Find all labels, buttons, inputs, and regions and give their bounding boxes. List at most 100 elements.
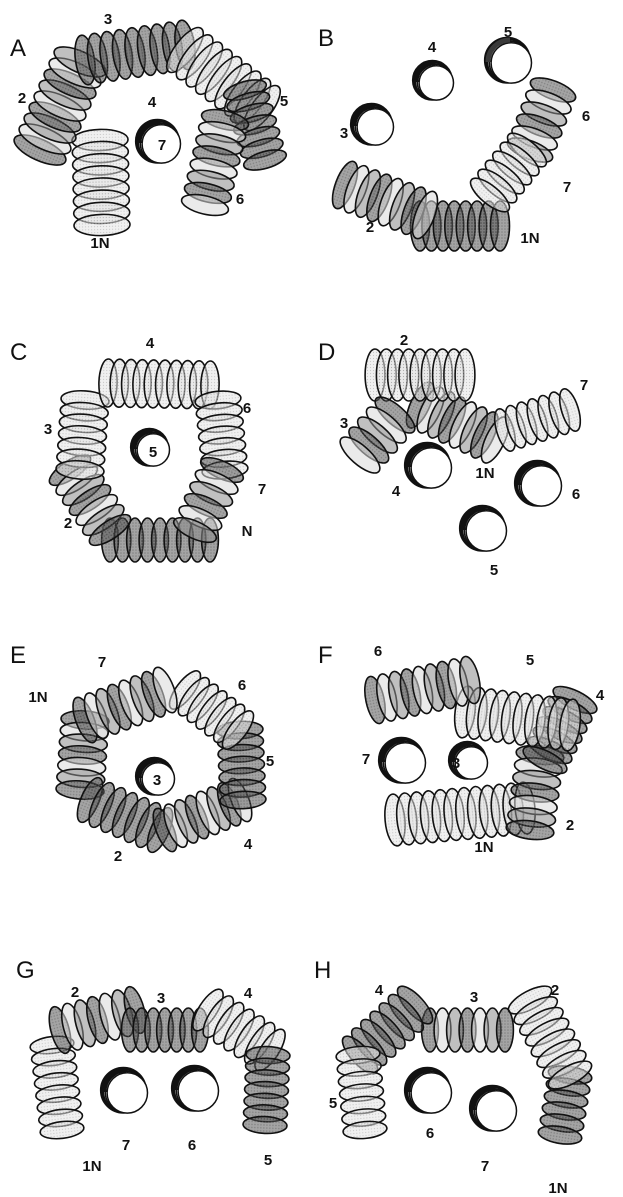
helix-ring: [385, 743, 425, 783]
helix-label-e-5: 5: [266, 753, 274, 770]
helix-ring: [521, 466, 561, 506]
panel-letter-c: C: [10, 339, 27, 366]
helix-g-6: [172, 1066, 218, 1111]
helix-label-b-3: 3: [340, 125, 348, 142]
helix-label-g-3: 3: [157, 990, 165, 1007]
helix-label-f-1n: 1N: [474, 839, 493, 856]
helix-ring: [476, 1091, 516, 1131]
helix-label-c-n: N: [242, 523, 253, 540]
helix-d-2: [365, 349, 475, 401]
helix-label-d-4: 4: [392, 483, 401, 500]
helix-h-6: [405, 1068, 451, 1113]
helix-a-1n: [72, 129, 130, 236]
helix-h-7: [470, 1086, 516, 1131]
panel-e: [55, 664, 266, 855]
helix-label-c-4: 4: [146, 335, 155, 352]
helix-label-a-4: 4: [148, 94, 157, 111]
helix-label-e-4: 4: [244, 836, 253, 853]
helix-label-e-7: 7: [98, 654, 106, 671]
helix-label-d-3: 3: [340, 415, 348, 432]
helix-label-b-2: 2: [366, 219, 374, 236]
helix-ring: [411, 1073, 451, 1113]
helix-ring: [411, 448, 451, 488]
helix-c-3: [55, 389, 109, 481]
helix-g-5: [243, 1046, 291, 1135]
helix-d-6: [515, 461, 561, 506]
helix-label-h-6: 6: [426, 1125, 434, 1142]
panel-letter-e: E: [10, 642, 26, 669]
helix-label-a-1n: 1N: [90, 235, 109, 252]
helix-label-c-3: 3: [44, 421, 52, 438]
panel-letter-d: D: [318, 339, 335, 366]
helix-label-e-6: 6: [238, 677, 246, 694]
helix-label-a-5: 5: [280, 93, 288, 110]
panel-c: [45, 359, 249, 562]
panel-letter-f: F: [318, 642, 333, 669]
panel-letter-a: A: [10, 35, 26, 62]
helix-e-7: [68, 664, 182, 745]
helix-label-f-2: 2: [566, 817, 574, 834]
helix-label-g-5: 5: [264, 1152, 272, 1169]
helix-label-d-1n: 1N: [475, 465, 494, 482]
helix-label-h-3: 3: [470, 989, 478, 1006]
helix-b-5: [485, 38, 531, 83]
helix-label-h-5: 5: [329, 1095, 337, 1112]
helix-label-b-4: 4: [428, 39, 437, 56]
helix-label-b-7: 7: [563, 179, 571, 196]
helix-d-4: [405, 443, 451, 488]
panel-a: [10, 19, 288, 236]
helix-label-b-1n: 1N: [520, 230, 539, 247]
helix-label-g-2: 2: [71, 984, 79, 1001]
helix-h-3: [422, 1008, 514, 1052]
helix-ring: [419, 66, 453, 100]
helix-label-h-2: 2: [551, 982, 559, 999]
helix-label-d-7: 7: [580, 377, 588, 394]
panel-f: [361, 655, 600, 847]
helix-g-7: [101, 1068, 147, 1113]
helix-label-d-2: 2: [400, 332, 408, 349]
helix-label-c-2: 2: [64, 515, 72, 532]
helix-d-5: [460, 506, 506, 551]
helix-b-4: [413, 61, 453, 100]
helix-label-a-7: 7: [158, 137, 166, 154]
helix-label-a-2: 2: [18, 90, 26, 107]
helix-b-2: [327, 158, 442, 241]
helix-turn: [74, 214, 130, 236]
panel-letter-b: B: [318, 25, 334, 52]
helix-label-c-6: 6: [243, 400, 251, 417]
helix-label-h-4: 4: [375, 982, 384, 999]
helix-layer: [10, 19, 600, 1147]
helix-ring: [491, 43, 531, 83]
helix-label-e-3: 3: [153, 772, 161, 789]
helix-label-f-6: 6: [374, 643, 382, 660]
helix-label-a-3: 3: [104, 11, 112, 28]
helix-f-7: [379, 738, 425, 783]
helix-label-c-7: 7: [258, 481, 266, 498]
helix-label-g-4: 4: [244, 985, 253, 1002]
helix-label-g-7: 7: [122, 1137, 130, 1154]
helix-label-g-6: 6: [188, 1137, 196, 1154]
helix-label-e-2: 2: [114, 848, 122, 865]
helix-c-7: [170, 453, 246, 548]
panel-letter-h: H: [314, 957, 331, 984]
helix-ring: [178, 1071, 218, 1111]
helix-label-b-5: 5: [504, 24, 512, 41]
helix-label-c-5: 5: [149, 444, 157, 461]
panel-d: [335, 349, 585, 551]
helix-label-d-6: 6: [572, 486, 580, 503]
helix-label-b-6: 6: [582, 108, 590, 125]
helix-turn: [497, 1008, 514, 1052]
panel-g: [29, 984, 290, 1140]
helix-label-h-7: 7: [481, 1158, 489, 1175]
helix-label-e-1n: 1N: [28, 689, 47, 706]
helix-ring: [107, 1073, 147, 1113]
helix-label-a-6: 6: [236, 191, 244, 208]
helix-label-f-3: 3: [452, 755, 460, 772]
panel-letter-g: G: [16, 957, 35, 984]
helix-turn: [455, 349, 475, 401]
helix-label-g-1n: 1N: [82, 1158, 101, 1175]
helix-d-7: [491, 387, 585, 454]
helix-ring: [466, 511, 506, 551]
helix-label-h-1n: 1N: [548, 1180, 567, 1197]
